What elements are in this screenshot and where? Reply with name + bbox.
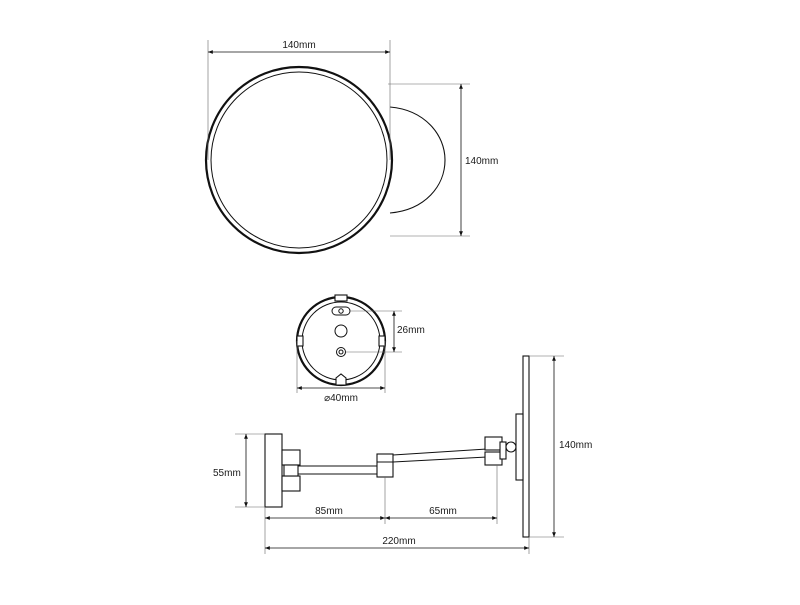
arm-first-label: 85mm <box>315 506 343 517</box>
arm-second-segment <box>392 456 488 463</box>
mirror-outer-rim <box>204 65 394 255</box>
base-knuckle-bottom <box>281 475 301 492</box>
arm-second-label: 65mm <box>429 506 457 517</box>
base-knuckle-top <box>281 449 301 466</box>
wall-base-plate <box>264 433 283 508</box>
mount-diameter-label: ⌀40mm <box>324 393 358 404</box>
upper-slot-hole <box>331 306 351 316</box>
mount-right-notch <box>378 335 386 347</box>
front-width-label: 140mm <box>282 40 315 51</box>
mount-height-label: 26mm <box>397 325 425 336</box>
mirror-side-profile <box>522 355 530 538</box>
middle-joint <box>376 453 394 478</box>
front-view: 140mm 140mm <box>204 40 498 255</box>
swivel-ball <box>505 441 517 453</box>
wall-disc-back <box>389 106 446 214</box>
total-length-label: 220mm <box>382 536 415 547</box>
mount-left-notch <box>296 335 304 347</box>
front-height-label: 140mm <box>465 156 498 167</box>
center-hole <box>334 324 348 338</box>
base-height-label: 55mm <box>213 468 241 479</box>
mirror-inner-rim <box>210 71 388 249</box>
mount-view: 26mm ⌀40mm <box>295 294 425 404</box>
side-view: 55mm 140mm 85mm 65mm 220mm <box>213 355 592 554</box>
side-height-label: 140mm <box>559 440 592 451</box>
mount-top-notch <box>334 294 348 302</box>
mount-outer-ring <box>295 295 387 387</box>
mirror-back-plate <box>515 413 524 481</box>
lower-screw-hole <box>336 347 346 357</box>
end-swivel <box>499 441 507 460</box>
base-hinge <box>283 464 299 477</box>
mount-inner-ring <box>301 301 381 381</box>
mount-bottom-notch <box>335 373 347 386</box>
